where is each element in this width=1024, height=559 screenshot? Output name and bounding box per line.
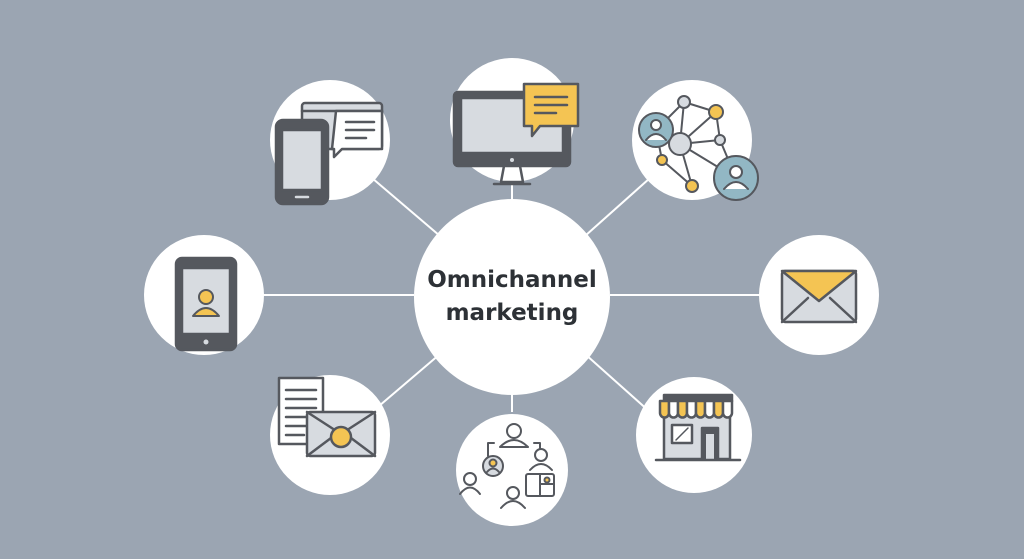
envelope-icon [780,269,858,324]
phone-chat-icon [274,101,384,206]
connector-mobile-messaging [371,177,441,237]
document-letter-icon [277,376,377,458]
monitor-chat-icon [452,82,580,186]
people-network-icon [459,423,555,509]
connector-retail-store [584,353,651,413]
network-icon [638,95,759,201]
connector-social-network [584,177,651,237]
connectors [262,177,760,413]
hub-label: Omnichannel marketing [414,204,610,390]
connector-direct-mail [371,353,441,413]
hub-label-line1: Omnichannel [427,267,597,293]
tablet-user-icon [174,256,238,352]
hub-label-line2: marketing [445,300,579,326]
storefront-icon [654,393,742,462]
hub-circle [414,199,610,395]
